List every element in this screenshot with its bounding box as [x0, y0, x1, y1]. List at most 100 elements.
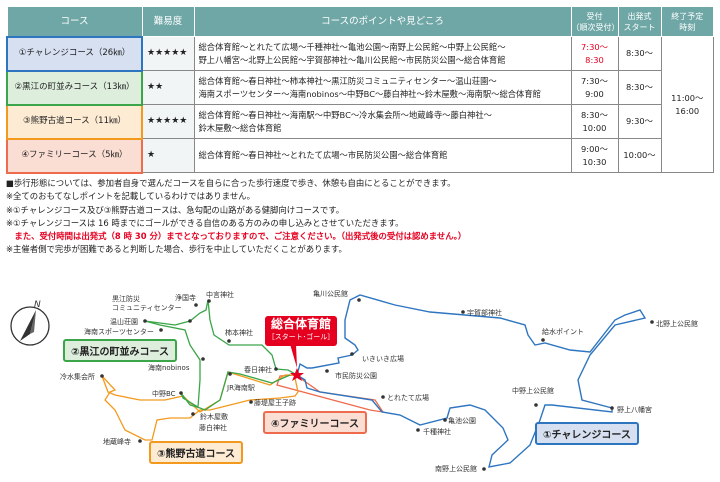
table-row: ④ファミリーコース（5㎞） ★ 総合体育館～春日神社～とれたて広場～市民防災公園…	[6, 137, 714, 174]
reception-to: 10:30	[582, 156, 607, 167]
course-points: 総合体育館～春日神社～とれたて広場～市民防災公園～総合体育館	[193, 138, 572, 173]
points-line: 海南スポーツセンター～海南nobinos～中野BC～藤白神社～鈴木屋敷～海南駅～…	[198, 88, 541, 99]
map-label: 海南スポーツセンター	[84, 328, 154, 336]
note: ※①チャレンジコースは 16 時までにゴールができる自信のある方のみの申し込みと…	[6, 217, 404, 228]
points-line: 総合体育館～春日神社～海南駅～中野BC～冷水集会所～地蔵峰寺～藤白神社～	[198, 109, 492, 120]
start-time: 10:00～	[617, 138, 662, 173]
difficulty: ★★	[141, 70, 195, 105]
reception-time: 7:30～ 9:00	[570, 70, 619, 105]
course-name: ②黒江の町並みコース（13㎞）	[6, 69, 143, 106]
reception-from: 9:00～	[581, 143, 608, 154]
route-kuroe	[144, 299, 298, 411]
header-difficulty: 難易度	[141, 6, 195, 37]
header-end-line2: 時刻	[679, 22, 696, 32]
header-end-line1: 終了予定	[671, 11, 704, 21]
map-label: 給水ポイント	[542, 328, 584, 336]
map-label: 温山荘園	[110, 318, 138, 326]
note: ※①チャレンジコース及び③熊野古道コースは、急勾配の山路がある健脚向けコースです…	[6, 204, 345, 215]
reception-from: 7:30～	[581, 41, 608, 52]
table-row: ①チャレンジコース（26㎞） ★★★★★ 総合体育館～とれたて広場～千種神社～亀…	[6, 35, 714, 173]
course-map: N 総合体育館 ［スタート･ゴール］ ②黒江の町並みコース ③熊野古道コース ④…	[0, 262, 720, 482]
course-points: 総合体育館～春日神社～柿本神社～黒江防災コミュニティセンター～温山荘園～ 海南スポ…	[193, 70, 572, 105]
note: ※主催者側で完歩が困難であると判断した場合、歩行を中止していただくことがあります…	[6, 244, 347, 255]
map-label: 中言神社	[206, 291, 234, 299]
course-points: 総合体育館～とれたて広場～千種神社～亀池公園～南野上公民館～中野上公民館～ 野上八…	[193, 36, 572, 71]
start-star-icon	[290, 368, 304, 381]
map-label: 北野上公民館	[656, 320, 698, 328]
map-label: いきいき広場	[362, 355, 404, 363]
badge-kumano-course: ③熊野古道コース	[149, 441, 243, 464]
map-label: コミュニティセンター	[112, 304, 182, 312]
map-label: 海南nobinos	[148, 364, 190, 372]
map-label: 千種神社	[423, 428, 451, 436]
compass-icon	[10, 306, 50, 346]
difficulty: ★★★★★	[141, 104, 195, 139]
header-points: コースのポイントや見どころ	[193, 6, 572, 37]
points-line: 総合体育館～春日神社～とれたて広場～市民防災公園～総合体育館	[198, 150, 448, 160]
note: ※全てのおもてなしポイントを記載しているわけではありません。	[6, 191, 256, 202]
map-label: 中野上公民館	[512, 387, 554, 395]
reception-to: 8:30	[585, 54, 604, 65]
start-time: 8:30～	[617, 70, 662, 105]
points-line: 野上八幡宮～北野上公民館～宇賀部神社～亀川公民館～市民防災公園～総合体育館	[198, 54, 506, 65]
map-label: 浄国寺	[175, 294, 196, 302]
header-reception-line2: （順次受付）	[571, 22, 620, 32]
note: ■歩行形態については、参加者自身で選んだコースを自らに合った歩行速度で歩き、休憩…	[6, 178, 456, 188]
start-subtitle: ［スタート･ゴール］	[267, 333, 335, 341]
map-label: 亀池公園	[448, 417, 476, 425]
map-label: 柿本神社	[225, 329, 253, 337]
reception-from: 7:30～	[581, 75, 608, 86]
map-label: 野上八幡宮	[617, 406, 652, 414]
header-reception-line1: 受付	[586, 11, 603, 21]
note-warning: また、受付時間は出発式（8 時 30 分）までとなっておりますので、ご注意くださ…	[6, 231, 467, 242]
start-time: 8:30～	[617, 36, 662, 71]
map-points	[100, 298, 654, 471]
course-points: 総合体育館～春日神社～海南駅～中野BC～冷水集会所～地蔵峰寺～藤白神社～鈴木屋敷…	[193, 104, 572, 139]
end-time: 11:00～16:00	[660, 36, 714, 173]
header-start-line1: 出発式	[627, 11, 652, 21]
reception-time: 7:30～ 8:30	[570, 36, 619, 71]
course-name: ③熊野古道コース（11㎞）	[6, 103, 143, 140]
map-label: 冷水集会所	[60, 373, 95, 381]
compass-north-label: N	[34, 300, 41, 310]
map-label: 藤白神社	[199, 424, 227, 432]
difficulty: ★★★★★	[141, 36, 195, 71]
points-line: 総合体育館～春日神社～柿本神社～黒江防災コミュニティセンター～温山荘園～	[198, 75, 497, 86]
reception-to: 9:00	[585, 88, 604, 99]
map-label: 地蔵峰寺	[103, 438, 131, 446]
route-challenge	[296, 294, 647, 468]
map-label: 鈴木屋敷	[200, 413, 228, 421]
map-label: 市民防災公園	[335, 372, 377, 380]
map-label: 中野BC	[152, 390, 176, 398]
map-label: とれたて広場	[387, 394, 429, 402]
badge-family-course: ④ファミリーコース	[263, 411, 367, 434]
reception-from: 8:30～	[581, 109, 608, 120]
map-label: JR海南駅	[227, 384, 255, 392]
table-row: ③熊野古道コース（11㎞） ★★★★★ 総合体育館～春日神社～海南駅～中野BC～…	[6, 103, 714, 140]
map-label: 亀川公民館	[313, 290, 348, 298]
map-label: 藤堤屋王子跡	[254, 399, 296, 407]
course-name: ④ファミリーコース（5㎞）	[6, 137, 143, 174]
badge-kuroe-course: ②黒江の町並みコース	[63, 339, 177, 362]
header-start: 出発式スタート	[617, 6, 662, 37]
map-label: 春日神社	[244, 366, 272, 374]
header-reception: 受付（順次受付）	[570, 6, 620, 37]
badge-challenge-course: ①チャレンジコース	[535, 422, 639, 445]
header-course: コース	[6, 6, 143, 37]
map-routes	[10, 294, 654, 471]
reception-time: 8:30～10:00	[570, 104, 619, 139]
table-row: ②黒江の町並みコース（13㎞） ★★ 総合体育館～春日神社～柿本神社～黒江防災コ…	[6, 69, 714, 106]
notes: ■歩行形態については、参加者自身で選んだコースを自らに合った歩行速度で歩き、休憩…	[6, 177, 466, 257]
map-label: 黒江防災	[112, 295, 140, 303]
map-label: 南野上公民館	[435, 465, 477, 473]
points-line: 総合体育館～とれたて広場～千種神社～亀池公園～南野上公民館～中野上公民館～	[198, 41, 506, 52]
start-time: 9:30～	[617, 104, 662, 139]
reception-time: 9:00～ 10:30	[570, 138, 619, 173]
start-title: 総合体育館	[270, 317, 331, 331]
header-start-line2: スタート	[623, 22, 656, 32]
header-end: 終了予定時刻	[660, 6, 714, 37]
end-from: 11:00～	[671, 92, 704, 103]
map-label: 宇賀部神社	[467, 309, 502, 317]
course-name: ①チャレンジコース（26㎞）	[6, 35, 143, 72]
course-table: コース 難易度 コースのポイントや見どころ 受付（順次受付） 出発式スタート 終…	[6, 6, 714, 174]
